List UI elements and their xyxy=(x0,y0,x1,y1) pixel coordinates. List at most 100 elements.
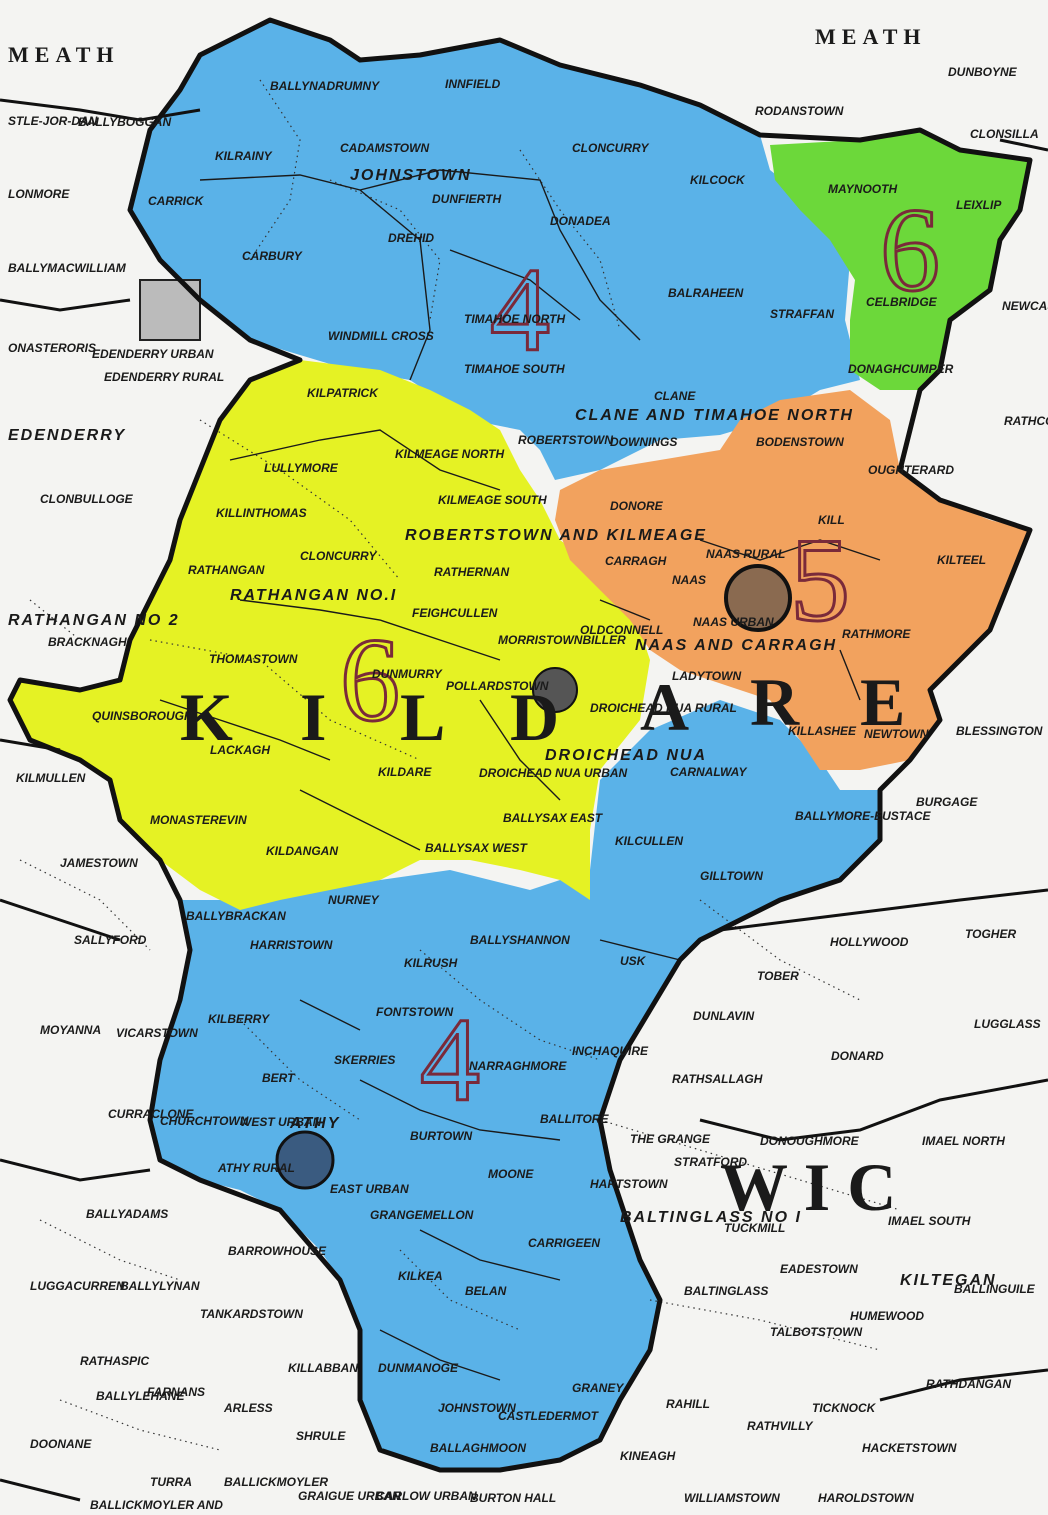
area-4-region[interactable] xyxy=(130,20,860,480)
place-label-clane: CLANE xyxy=(654,389,696,403)
place-label-innfield: INNFIELD xyxy=(445,77,501,91)
place-label-west-urban: WEST URBAN xyxy=(240,1115,322,1129)
place-label-donoughmore: DONOUGHMORE xyxy=(760,1134,860,1148)
area-number-west: 6 xyxy=(340,613,400,746)
kildare-town-marker[interactable] xyxy=(532,667,578,713)
area-number-east: 5 xyxy=(790,513,850,646)
kildare-letter-4: D xyxy=(510,679,559,755)
place-label-pollardstown: POLLARDSTOWN xyxy=(446,679,549,693)
place-label-tankardstown: TANKARDSTOWN xyxy=(200,1307,303,1321)
place-label-kilberry: KILBERRY xyxy=(208,1012,270,1026)
place-label-burgage: BURGAGE xyxy=(916,795,978,809)
place-label-celbridge: CELBRIDGE xyxy=(866,295,938,309)
place-label-belan: BELAN xyxy=(465,1284,507,1298)
place-label-stratford: STRATFORD xyxy=(674,1155,747,1169)
place-label-bracknagh: BRACKNAGH xyxy=(48,635,127,649)
place-label-athy-rural: ATHY RURAL xyxy=(217,1161,295,1175)
area-6-west-region[interactable] xyxy=(10,360,650,910)
naas-town-marker[interactable] xyxy=(724,564,792,632)
place-label-johnstown: JOHNSTOWN xyxy=(438,1401,516,1415)
area-number-south: 4 xyxy=(420,993,480,1126)
place-label-moone: MOONE xyxy=(488,1167,534,1181)
place-label-skerries: SKERRIES xyxy=(334,1053,395,1067)
place-label-graney: GRANEY xyxy=(572,1381,624,1395)
kildare-letter-3: L xyxy=(400,679,445,755)
place-label-clonsilla: CLONSILLA xyxy=(970,127,1039,141)
kildare-letter-7: E xyxy=(860,664,905,740)
place-label-ballylynan: BALLYLYNAN xyxy=(120,1279,200,1293)
place-label-carrigeen: CARRIGEEN xyxy=(528,1236,600,1250)
area-5-region[interactable] xyxy=(555,390,1030,770)
place-label-naas: NAAS xyxy=(672,573,706,587)
place-label-eadestown: EADESTOWN xyxy=(780,1262,858,1276)
place-label-robertstown: ROBERTSTOWN xyxy=(518,433,613,447)
place-label-kilteel: KILTEEL xyxy=(937,553,986,567)
place-label-ballysax-west: BALLYSAX WEST xyxy=(425,841,528,855)
parish-boundary xyxy=(159,169,881,1381)
place-label-vicarstown: VICARSTOWN xyxy=(116,1026,198,1040)
place-label-ballaghmoon: BALLAGHMOON xyxy=(430,1441,526,1455)
place-label-lullymore: LULLYMORE xyxy=(264,461,339,475)
place-label-luggacurren: LUGGACURREN xyxy=(30,1279,125,1293)
area-4-south-region[interactable] xyxy=(150,700,880,1470)
place-label-kilcullen: KILCULLEN xyxy=(615,834,683,848)
place-label-morristownbiller: MORRISTOWNBILLER xyxy=(498,633,626,647)
place-label-ballickmoyler: BALLICKMOYLER xyxy=(224,1475,328,1489)
place-label-rahill: RAHILL xyxy=(666,1397,710,1411)
place-label-rathmore: RATHMORE xyxy=(842,627,911,641)
meath-left-label: MEATH xyxy=(8,42,119,67)
place-label-ballymacwilliam: BALLYMACWILLIAM xyxy=(8,261,127,275)
place-label-donadea: DONADEA xyxy=(550,214,611,228)
place-label-ballymore-eustace: BALLYMORE-EUSTACE xyxy=(795,809,932,823)
place-label-graigue-urban: GRAIGUE URBAN xyxy=(298,1489,401,1503)
neighbour-boundary xyxy=(0,98,1048,1502)
area-number-northeast: 6 xyxy=(880,183,940,316)
place-label-hacketstown: HACKETSTOWN xyxy=(862,1441,957,1455)
place-label-newcastle: NEWCASTLE xyxy=(1002,299,1048,313)
place-label-burtown: BURTOWN xyxy=(410,1129,473,1143)
place-label-kilmeage-north: KILMEAGE NORTH xyxy=(395,447,504,461)
place-label-kill: KILL xyxy=(818,513,845,527)
place-label-cloncurry: CLONCURRY xyxy=(300,549,377,563)
place-label-narraghmore: NARRAGHMORE xyxy=(469,1059,567,1073)
place-label-droichead-nua-rural: DROICHEAD NUA RURAL xyxy=(590,701,737,715)
place-label-straffan: STRAFFAN xyxy=(770,307,834,321)
region-rathangan2: RATHANGAN NO 2 xyxy=(8,612,180,629)
place-label-doonane: DOONANE xyxy=(30,1437,92,1451)
place-label-imael-south: IMAEL SOUTH xyxy=(888,1214,971,1228)
place-label-sallyford: SALLYFORD xyxy=(74,933,147,947)
place-label-churchtown: CHURCHTOWN xyxy=(160,1114,249,1128)
dotted-boundary xyxy=(19,79,901,1451)
region-athy: ATHY xyxy=(289,1115,340,1132)
place-label-ballitore: BALLITORE xyxy=(540,1112,609,1126)
place-label-edenderry-urban: EDENDERRY URBAN xyxy=(92,347,214,361)
place-label-rathdangan: RATHDANGAN xyxy=(926,1377,1011,1391)
place-label-ballinguile: BALLINGUILE xyxy=(954,1282,1036,1296)
place-label-dunlavin: DUNLAVIN xyxy=(693,1009,754,1023)
place-label-quinsborough: QUINSBOROUGH xyxy=(92,709,193,723)
place-label-downings: DOWNINGS xyxy=(610,435,677,449)
place-label-donaghcumper: DONAGHCUMPER xyxy=(848,362,954,376)
place-label-lonmore: LONMORE xyxy=(8,187,70,201)
region-clane: CLANE AND TIMAHOE NORTH xyxy=(575,407,854,424)
kildare-letter-2: I xyxy=(300,679,326,755)
place-label-moyanna: MOYANNA xyxy=(40,1023,101,1037)
place-label-lackagh: LACKAGH xyxy=(210,743,270,757)
region-edenderry: EDENDERRY xyxy=(8,427,126,444)
place-label-clonbulloge: CLONBULLOGE xyxy=(40,492,134,506)
place-label-windmill-cross: WINDMILL CROSS xyxy=(328,329,434,343)
place-label-east-urban: EAST URBAN xyxy=(330,1182,409,1196)
place-label-ballyboggan: BALLYBOGGAN xyxy=(78,115,171,129)
athy-town-marker[interactable] xyxy=(275,1130,335,1190)
place-label-donard: DONARD xyxy=(831,1049,884,1063)
place-label-rathernan: RATHERNAN xyxy=(434,565,509,579)
area-6-east-region[interactable] xyxy=(770,130,1030,390)
place-label-ballysax-east: BALLYSAX EAST xyxy=(503,811,604,825)
place-label-carrick: CARRICK xyxy=(148,194,205,208)
place-label-kineagh: KINEAGH xyxy=(620,1449,676,1463)
place-label-rathvilly: RATHVILLY xyxy=(747,1419,814,1433)
place-label-balraheen: BALRAHEEN xyxy=(668,286,744,300)
region-droichead: DROICHEAD NUA xyxy=(545,747,707,764)
